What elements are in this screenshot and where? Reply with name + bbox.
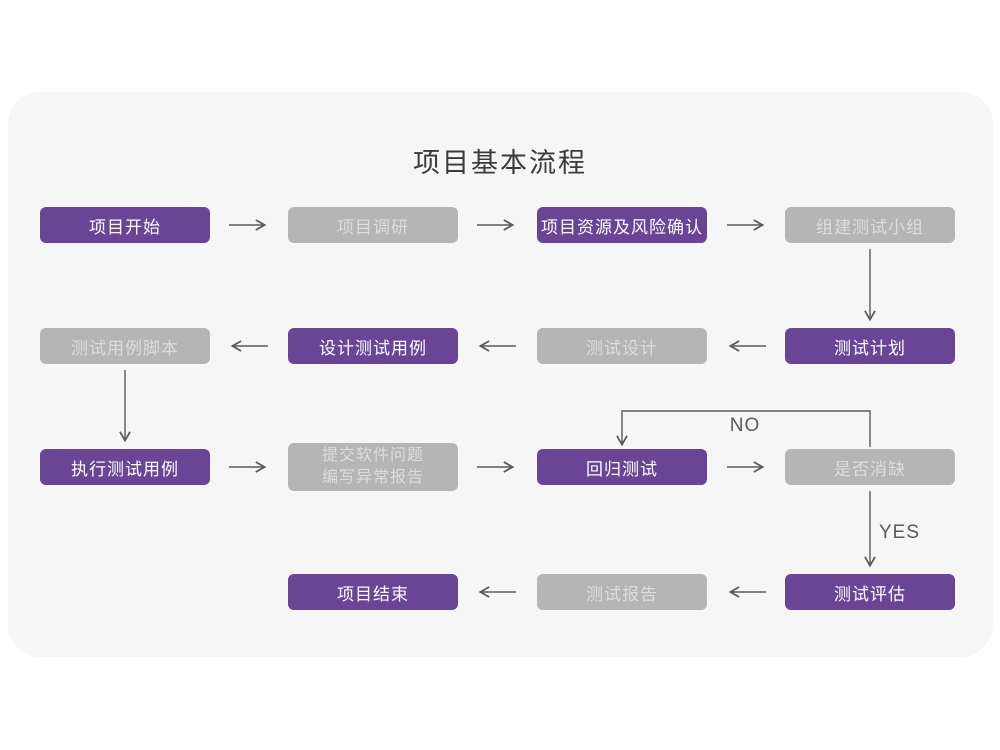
node-design-test-cases: 设计测试用例 <box>288 328 458 364</box>
node-submit-issues-report: 提交软件问题 编写异常报告 <box>288 443 458 491</box>
arrow-no-loop-to-regression <box>616 410 871 447</box>
node-execute-test-cases: 执行测试用例 <box>40 449 210 485</box>
node-regression-test: 回归测试 <box>537 449 707 485</box>
node-test-case-scripts: 测试用例脚本 <box>40 328 210 364</box>
node-project-research: 项目调研 <box>288 207 458 243</box>
flowchart-card-background <box>8 92 993 657</box>
node-test-plan: 测试计划 <box>785 328 955 364</box>
node-project-start: 项目开始 <box>40 207 210 243</box>
node-test-design: 测试设计 <box>537 328 707 364</box>
flowchart-title: 项目基本流程 <box>413 148 587 178</box>
node-test-evaluation: 测试评估 <box>785 574 955 610</box>
branch-label-yes: YES <box>879 522 921 543</box>
node-resources-risk-confirm: 项目资源及风险确认 <box>537 207 707 243</box>
node-defect-resolved: 是否消缺 <box>785 449 955 485</box>
node-form-test-team: 组建测试小组 <box>785 207 955 243</box>
node-test-report: 测试报告 <box>537 574 707 610</box>
branch-label-no: NO <box>729 415 761 436</box>
node-project-end: 项目结束 <box>288 574 458 610</box>
